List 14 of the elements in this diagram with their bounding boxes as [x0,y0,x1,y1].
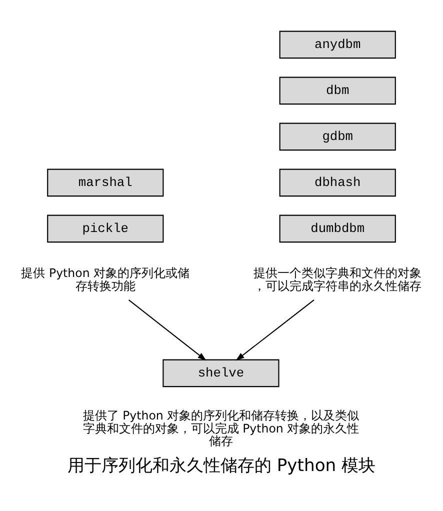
node-box: anydbm [279,30,396,58]
arrow [128,299,206,360]
arrow [236,299,314,360]
node-label: 提供了 Python 对象的序列化和储存转换，以及类似字典和文件的对象，可以完成 Python 对象的永久性储存 [82,408,360,448]
node-box: dumbdbm [279,214,396,242]
node-box: pickle [47,214,164,242]
node-text: 提供 Python 对象的序列化或储存转换功能 [21,266,190,293]
node-box: shelve [162,358,280,387]
node-box: marshal [47,168,164,196]
node-box: dbhash [279,168,396,196]
node-text: 提供一个类似字典和文件的对象，可以完成字符串的永久性储存 [254,266,422,293]
caption: 用于序列化和永久性储存的 Python 模块 [67,455,376,476]
node-box: gdbm [279,122,396,150]
node-box: dbm [279,76,396,104]
